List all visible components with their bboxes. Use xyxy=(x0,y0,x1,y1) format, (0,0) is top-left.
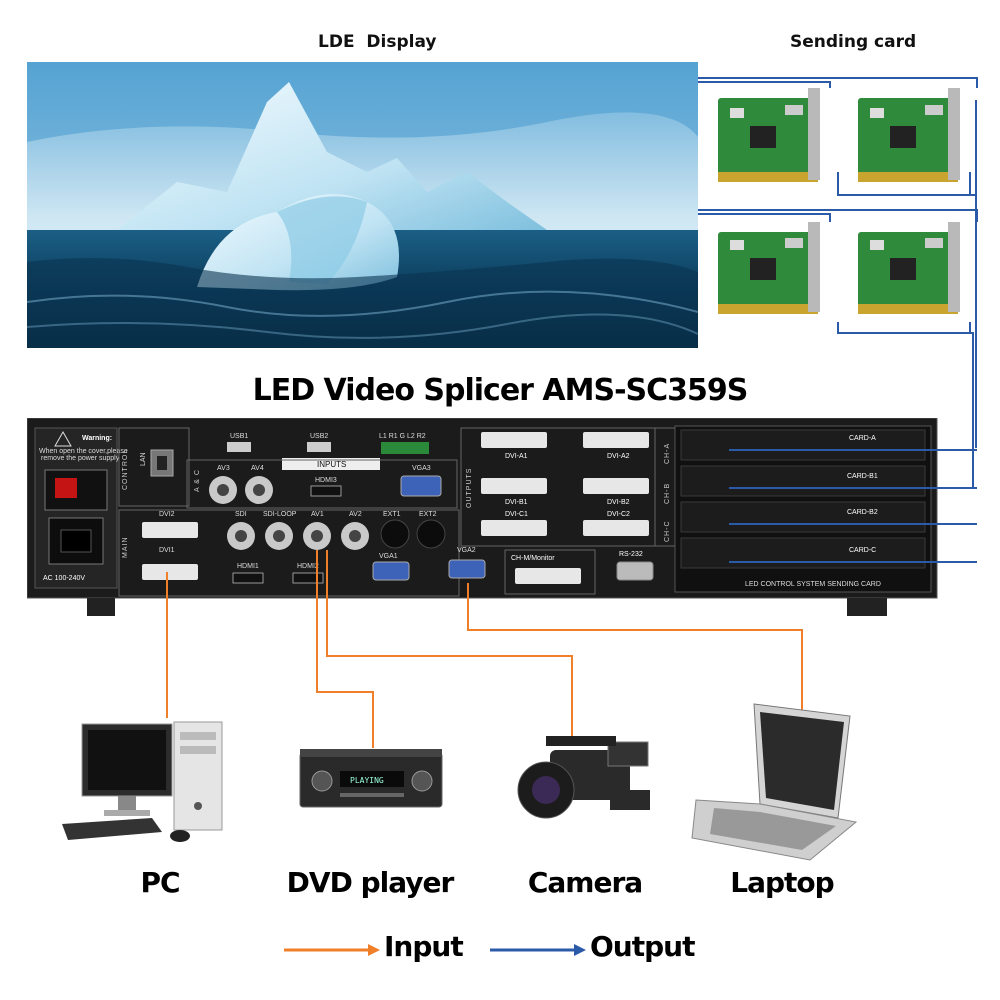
warning-line1: When open the cover,please xyxy=(39,448,128,455)
power-label: AC 100-240V xyxy=(43,575,85,582)
sending-card-1 xyxy=(718,88,820,182)
laptop-label: Laptop xyxy=(730,866,834,899)
av2-label: AV2 xyxy=(349,511,362,518)
ch-monitor-port[interactable] xyxy=(515,568,581,584)
av3-label: AV3 xyxy=(217,465,230,472)
usb2-port[interactable] xyxy=(307,442,331,452)
dvi-c2-port[interactable] xyxy=(583,520,649,536)
ch-a-label: CH-A xyxy=(664,443,671,464)
sending-card-2 xyxy=(858,88,960,182)
av1-label: AV1 xyxy=(311,511,324,518)
vga2-port[interactable] xyxy=(448,559,486,579)
vga2-label: VGA2 xyxy=(457,547,476,554)
dvi-b1-label: DVI-B1 xyxy=(505,499,528,506)
dvi-a1-label: DVI-A1 xyxy=(505,453,528,460)
hdmi2-label: HDMI2 xyxy=(297,563,319,570)
warning-line2: remove the power supply xyxy=(41,455,120,462)
sending-card-3 xyxy=(718,222,820,314)
dvd-player-illustration: PLAYING xyxy=(299,749,443,808)
hdmi1-label: HDMI1 xyxy=(237,563,259,570)
usb1-label: USB1 xyxy=(230,433,248,440)
sdi-loop-label: SDI-LOOP xyxy=(263,511,297,518)
main-label: MAIN xyxy=(122,537,129,559)
ext2-label: EXT2 xyxy=(419,511,437,518)
dvi-a1-port[interactable] xyxy=(481,432,547,448)
rs232-label: RS-232 xyxy=(619,551,643,558)
ch-c-label: CH-C xyxy=(664,521,671,543)
dvi1-label: DVI1 xyxy=(159,547,175,554)
rs232-port[interactable] xyxy=(616,561,654,581)
card-b1-label: CARD-B1 xyxy=(847,473,878,480)
vga1-label: VGA1 xyxy=(379,553,398,560)
camera-label: Camera xyxy=(527,866,643,899)
dvi2-port[interactable] xyxy=(142,522,198,538)
dvi1-port[interactable] xyxy=(142,564,198,580)
sending-card-footer: LED CONTROL SYSTEM SENDING CARD xyxy=(745,581,881,588)
video-splicer-panel: Warning: When open the cover,please remo… xyxy=(27,418,977,616)
legend-input-label: Input xyxy=(384,930,464,963)
warning-title: Warning: xyxy=(82,435,112,442)
led-display-image xyxy=(27,62,698,348)
a-c-label: A & C xyxy=(194,469,201,492)
vga1-port[interactable] xyxy=(372,561,410,581)
dvi-b2-port[interactable] xyxy=(583,478,649,494)
lan-label: LAN xyxy=(140,452,147,466)
dvi-c2-label: DVI-C2 xyxy=(607,511,630,518)
ch-monitor-label: CH-M/Monitor xyxy=(511,555,555,562)
device-title: LED Video Splicer AMS-SC359S xyxy=(252,373,749,408)
dvi-b1-port[interactable] xyxy=(481,478,547,494)
sending-cards xyxy=(698,77,978,488)
sending-card-label: Sending card xyxy=(790,32,917,52)
laptop-illustration xyxy=(691,703,858,861)
ext1-label: EXT1 xyxy=(383,511,401,518)
pc-illustration xyxy=(62,721,223,842)
dvi-a2-label: DVI-A2 xyxy=(607,453,630,460)
hdmi2-port[interactable] xyxy=(292,572,324,584)
outputs-label: OUTPUTS xyxy=(466,468,473,508)
dvi-a2-port[interactable] xyxy=(583,432,649,448)
av4-label: AV4 xyxy=(251,465,264,472)
legend-output-label: Output xyxy=(590,930,695,963)
dvi-c1-label: DVI-C1 xyxy=(505,511,528,518)
inputs-label: INPUTS xyxy=(317,460,346,469)
dvd-player-label: DVD player xyxy=(286,866,455,899)
hdmi3-label: HDMI3 xyxy=(315,477,337,484)
dvi-c1-port[interactable] xyxy=(481,520,547,536)
display-label: LDE Display xyxy=(318,32,437,52)
dvi2-label: DVI2 xyxy=(159,511,175,518)
camera-illustration xyxy=(517,736,650,819)
usb1-port[interactable] xyxy=(227,442,251,452)
ext1-port[interactable] xyxy=(380,519,410,549)
sending-card-4 xyxy=(858,222,960,314)
card-b2-label: CARD-B2 xyxy=(847,509,878,516)
usb2-label: USB2 xyxy=(310,433,328,440)
pc-label: PC xyxy=(140,866,180,899)
control-label: CONTROL xyxy=(122,449,129,490)
hdmi3-port[interactable] xyxy=(310,485,342,497)
leds-label: L1 R1 G L2 R2 xyxy=(379,433,426,440)
dvi-b2-label: DVI-B2 xyxy=(607,499,630,506)
ch-b-label: CH-B xyxy=(664,483,671,504)
legend-input-arrow xyxy=(284,944,380,956)
card-a-label: CARD-A xyxy=(849,435,876,442)
card-c-label: CARD-C xyxy=(849,547,876,554)
sdi-label: SDI xyxy=(235,511,247,518)
vga3-label: VGA3 xyxy=(412,465,431,472)
hdmi1-port[interactable] xyxy=(232,572,264,584)
legend-output-arrow xyxy=(490,944,586,956)
dvd-screen-text: PLAYING xyxy=(350,776,384,785)
vga3-port[interactable] xyxy=(400,475,442,497)
ext2-port[interactable] xyxy=(416,519,446,549)
power-switch[interactable] xyxy=(55,478,77,498)
